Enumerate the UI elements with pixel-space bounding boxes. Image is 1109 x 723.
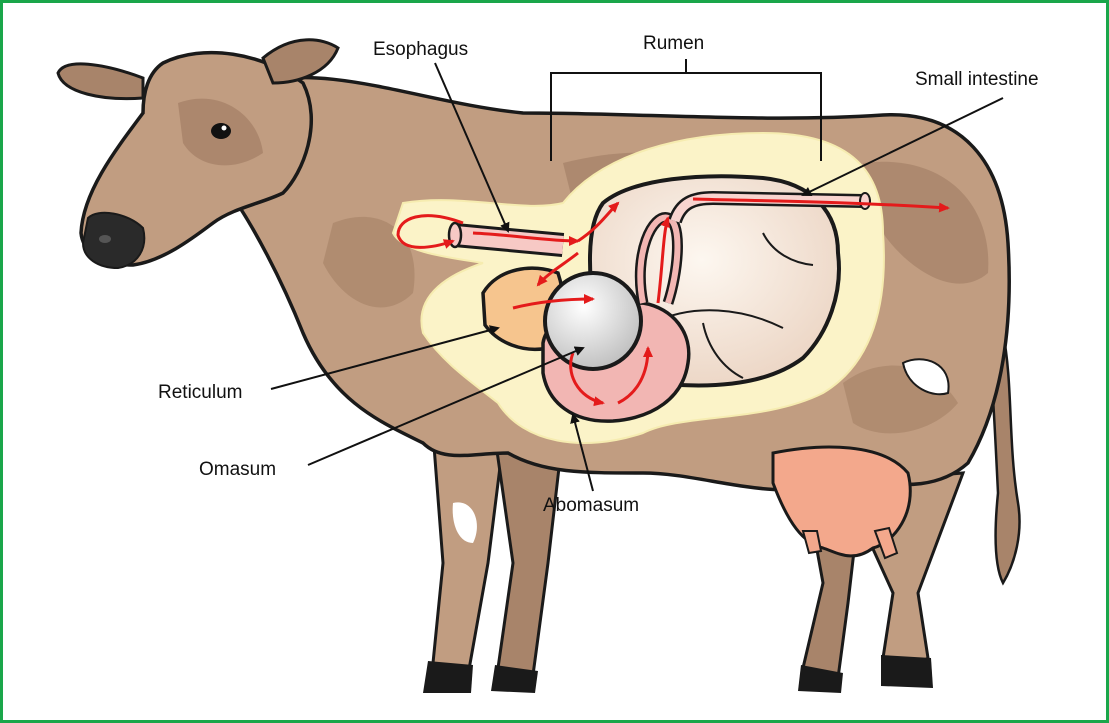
small-intestine-end [860, 193, 870, 209]
cow-muzzle [83, 213, 144, 268]
label-esophagus: Esophagus [373, 39, 468, 60]
cow-teat [803, 531, 821, 553]
cow-ear-left [58, 64, 143, 99]
cow-nostril [99, 235, 111, 243]
cow-eye-shine [222, 126, 227, 131]
cow-hoof [881, 655, 933, 688]
cow-eye [211, 123, 231, 139]
omasum-organ [545, 273, 641, 369]
cow-hoof [423, 661, 473, 693]
label-reticulum: Reticulum [158, 382, 242, 403]
cow-front-leg [433, 433, 503, 675]
label-abomasum: Abomasum [543, 495, 639, 516]
label-rumen: Rumen [643, 33, 704, 54]
cow-digestive-diagram: Esophagus Rumen Small intestine Reticulu… [3, 3, 1106, 720]
label-omasum: Omasum [199, 459, 276, 480]
cow-ear-right [263, 40, 338, 83]
label-small-intestine: Small intestine [915, 69, 1039, 90]
esophagus-opening [449, 223, 461, 247]
